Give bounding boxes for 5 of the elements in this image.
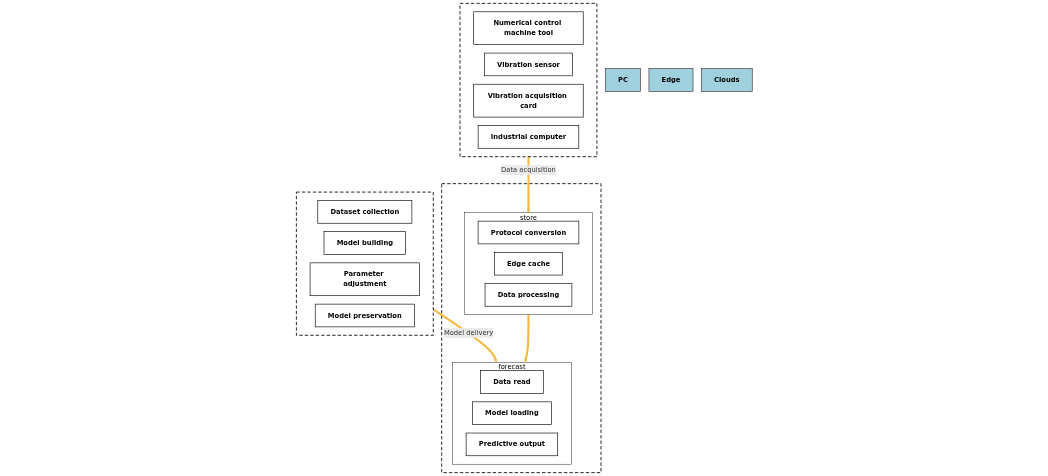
arrow: [526, 156, 530, 213]
cluster: [459, 2, 598, 158]
arrow: [523, 314, 530, 363]
cluster: [295, 191, 434, 336]
arrow: [432, 308, 497, 363]
